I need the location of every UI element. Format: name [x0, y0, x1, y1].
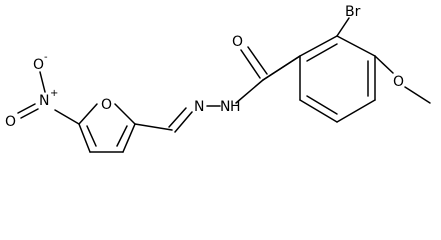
bond-nitro-n-o-top: [39, 71, 46, 93]
molecule-structure: Br O O N H N O N + O - O: [5, 4, 431, 153]
bond-furan-inner-2: [116, 125, 128, 147]
bond-furan-inner-1: [86, 125, 97, 147]
atom-carbonyl-oxygen: O: [232, 34, 243, 50]
atom-bromine: Br: [345, 4, 361, 20]
bond-furan-c5-c4: [78, 123, 91, 153]
bond-carbonyl-c-ring: [262, 55, 301, 81]
bond-carbonyl-n: [235, 79, 264, 104]
bond-ring-c6-c1: [299, 99, 338, 123]
bond-c5-nitro-n: [54, 109, 80, 125]
atom-nitro-nitrogen-charge: +: [50, 88, 58, 99]
bond-o-methyl: [404, 86, 431, 104]
atom-nitro-oxygen-top: O: [33, 57, 44, 73]
bond-c4-o: [374, 55, 394, 74]
bond-ring-c3-c4: [336, 35, 376, 57]
bond-nitro-n-o-bottom-1: [17, 103, 36, 114]
atom-hydrazide-hydrogen: H: [230, 99, 241, 115]
atom-nitro-nitrogen: N: [39, 93, 49, 109]
bond-ring-c5-c6: [336, 99, 376, 123]
atom-nitro-oxygen-bottom: O: [5, 114, 16, 130]
bond-carbonyl-double-2: [247, 46, 268, 75]
bond-ring-c2-c3: [299, 35, 338, 57]
bond-furan-c2-o: [114, 103, 136, 125]
atom-methoxy-oxygen: O: [393, 74, 404, 90]
bond-furan-o-c5: [78, 103, 98, 125]
bond-c3-br: [336, 17, 350, 37]
atom-nitro-oxygen-charge: -: [44, 52, 48, 63]
bonds: [17, 17, 431, 153]
bond-ring-inner-3: [306, 95, 338, 115]
bond-nitro-n-o-bottom-2: [20, 108, 39, 119]
bond-ring-inner-1: [306, 43, 338, 62]
bond-ch-furan: [134, 123, 173, 131]
bond-carbonyl-double-1: [240, 49, 261, 79]
atom-hydrazide-nitrogen: N: [220, 99, 230, 115]
atom-furan-oxygen: O: [101, 97, 112, 113]
bond-imine-double-2: [168, 107, 187, 128]
atom-labels: Br O O N H N O N + O - O: [5, 4, 404, 130]
bond-furan-c3-c2: [122, 123, 136, 153]
bond-imine-double-1: [174, 111, 193, 133]
atom-imine-nitrogen: N: [194, 99, 204, 115]
